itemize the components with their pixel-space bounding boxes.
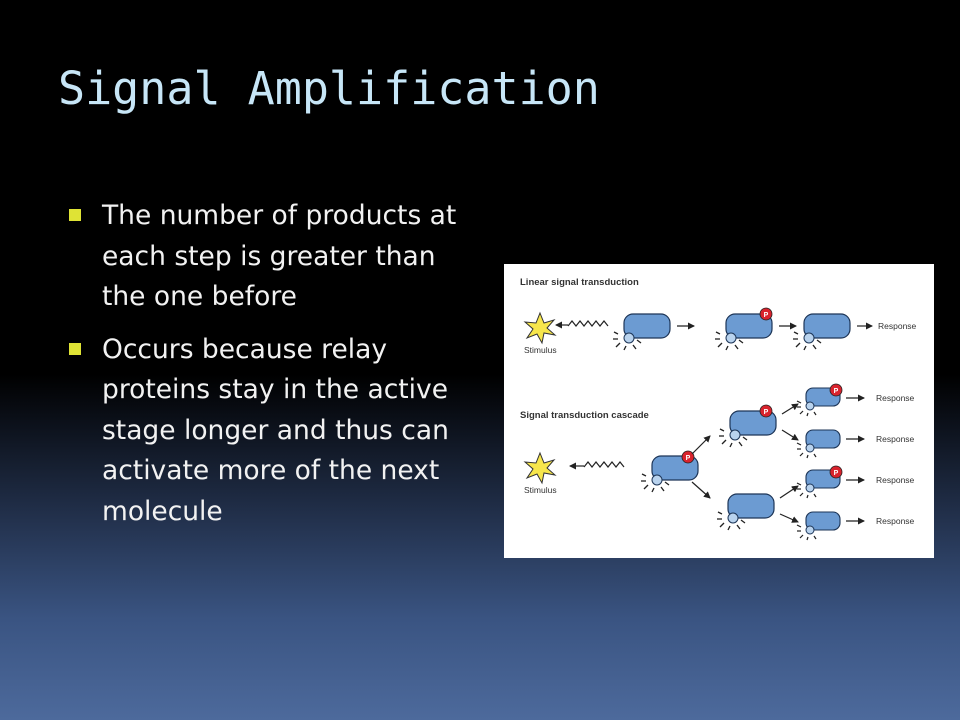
signal-wave: [567, 320, 609, 327]
relay-protein: [796, 429, 841, 459]
arrow: [779, 513, 799, 523]
phosphate-label: P: [764, 312, 769, 319]
figure-svg: Linear signal transduction Stimulus P Re…: [520, 277, 917, 541]
relay-protein: [792, 313, 851, 351]
bullet-list: The number of products at each step is g…: [66, 196, 476, 544]
bullet-text: The number of products at each step is g…: [102, 200, 457, 312]
stimulus-star-icon: [524, 452, 556, 484]
linear-section-title: Linear signal transduction: [520, 277, 639, 288]
response-label: Response: [878, 321, 917, 331]
arrow: [691, 435, 711, 455]
slide-title: Signal Amplification: [58, 62, 600, 115]
arrow: [781, 429, 799, 441]
response-label: Response: [876, 434, 915, 444]
relay-protein: [612, 313, 671, 351]
phosphate-label: P: [686, 455, 691, 462]
phosphate-label: P: [834, 470, 839, 477]
stimulus-star-icon: [524, 312, 556, 344]
bullet-item: Occurs because relay proteins stay in th…: [66, 330, 476, 533]
stimulus-label: Stimulus: [524, 485, 557, 495]
arrow: [779, 485, 799, 499]
signal-wave: [583, 461, 625, 468]
bullet-square-icon: [69, 342, 81, 355]
stimulus-label: Stimulus: [524, 345, 557, 355]
relay-protein: [796, 511, 841, 541]
relay-protein: [716, 493, 775, 531]
arrow: [781, 403, 799, 415]
response-label: Response: [876, 516, 915, 526]
bullet-text: Occurs because relay proteins stay in th…: [102, 333, 449, 527]
arrow: [691, 481, 711, 499]
signal-transduction-figure: Linear signal transduction Stimulus P Re…: [504, 264, 934, 558]
response-label: Response: [876, 393, 915, 403]
phosphate-label: P: [764, 409, 769, 416]
bullet-item: The number of products at each step is g…: [66, 196, 476, 318]
cascade-section-title: Signal transduction cascade: [520, 410, 649, 421]
phosphate-label: P: [834, 388, 839, 395]
response-label: Response: [876, 475, 915, 485]
bullet-square-icon: [69, 209, 81, 221]
